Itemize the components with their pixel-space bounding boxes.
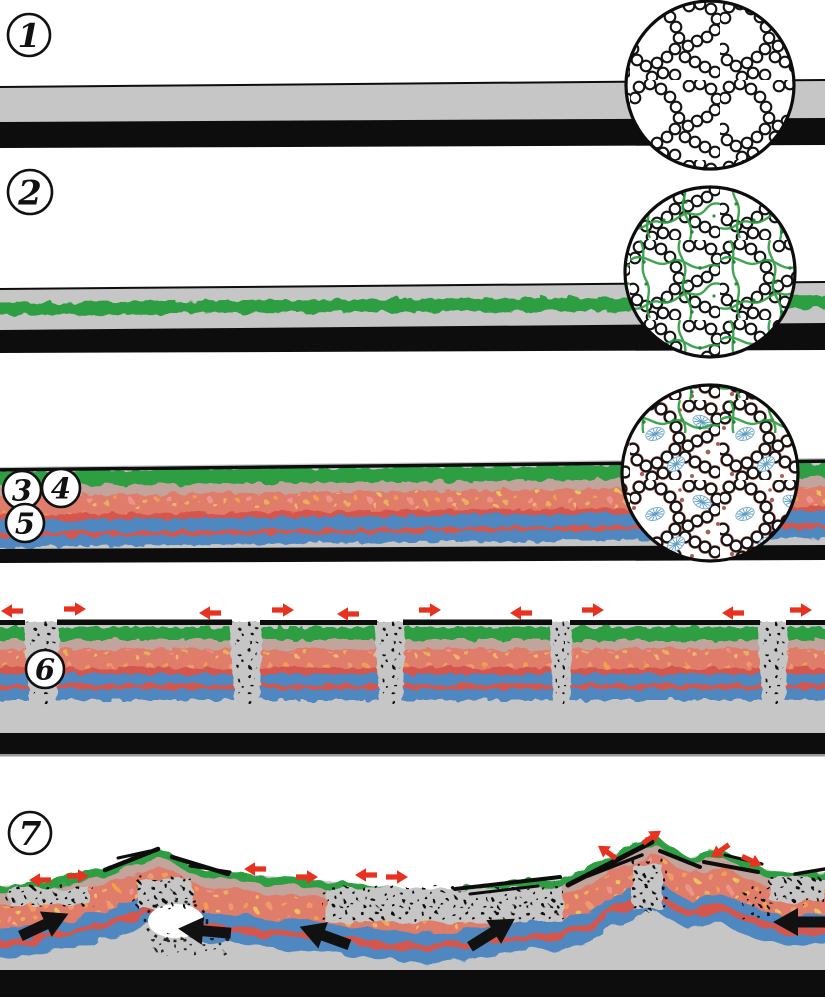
svg-text:4: 4 xyxy=(51,471,71,505)
shrinkage-arrows xyxy=(1,602,812,621)
green-filaments-top xyxy=(631,385,789,433)
panel-stage-1 xyxy=(0,0,825,171)
extension-arrow xyxy=(272,603,294,617)
mat-layer-green xyxy=(0,627,825,641)
substrate-band xyxy=(0,118,825,148)
magnifier-inset-3 xyxy=(620,383,800,563)
stage-badge-7: 7 xyxy=(7,810,53,856)
substrate-band xyxy=(0,545,825,563)
extension-arrow xyxy=(419,603,441,617)
panel-stage-6 xyxy=(0,602,825,757)
stage-badge-4: 4 xyxy=(40,467,82,509)
extension-arrow xyxy=(386,870,408,884)
extension-arrow xyxy=(510,606,532,620)
svg-text:7: 7 xyxy=(19,814,42,853)
segment-top-crusts xyxy=(0,619,825,625)
extension-arrow xyxy=(337,607,359,621)
mat-layer-red2 xyxy=(0,684,825,691)
substrate-edge xyxy=(0,754,825,757)
magnifier-inset-1 xyxy=(624,0,796,171)
stage-badge-6: 6 xyxy=(24,648,66,690)
svg-text:1: 1 xyxy=(18,16,41,55)
mat-layer-mottle xyxy=(0,651,825,667)
stage-badge-1: 1 xyxy=(6,12,52,58)
stage-badge-2: 2 xyxy=(6,168,54,216)
extension-arrow xyxy=(355,868,377,882)
magnifier-inset-2 xyxy=(623,185,797,359)
extension-arrow xyxy=(582,603,604,617)
substrate-band xyxy=(0,970,825,997)
svg-text:3: 3 xyxy=(12,473,32,507)
extension-arrow xyxy=(722,606,744,620)
extension-arrow xyxy=(1,604,23,618)
panel-stage-7 xyxy=(0,825,825,997)
sand-layer xyxy=(0,81,825,124)
substrate-band xyxy=(0,323,825,353)
stage-badge-3: 3 xyxy=(1,469,43,511)
mat-layer-blue xyxy=(0,674,825,686)
panel-stage-2 xyxy=(0,185,825,359)
green-filaments-texture xyxy=(625,187,795,357)
mat-layer-pinkgray xyxy=(0,640,825,651)
extension-arrow xyxy=(790,603,812,617)
sand-grains-texture xyxy=(626,1,794,169)
extension-arrow xyxy=(199,606,221,620)
substrate-band xyxy=(0,733,825,754)
svg-text:5: 5 xyxy=(15,506,35,540)
panel-stage-3-4-5 xyxy=(0,383,825,563)
svg-text:2: 2 xyxy=(17,173,42,213)
cracked-mat-layers xyxy=(0,627,825,700)
stage-badge-5: 5 xyxy=(4,502,46,544)
mat-layer-red xyxy=(0,668,825,676)
mat-chip-stipples xyxy=(5,860,825,954)
mat-layer-blue2 xyxy=(0,689,825,700)
svg-text:6: 6 xyxy=(35,652,55,686)
extension-arrow xyxy=(64,602,86,616)
